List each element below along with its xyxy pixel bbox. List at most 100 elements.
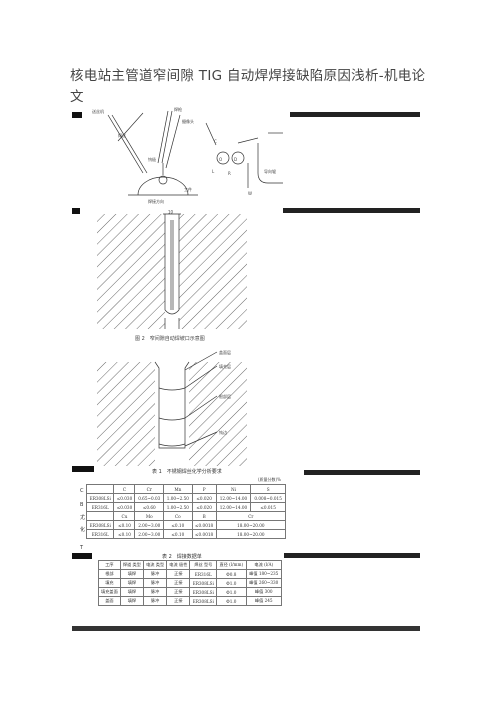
- table-cell: ≤0.60: [134, 502, 165, 512]
- table-cell: 填充: [98, 578, 121, 588]
- table-cell: ER308LSi: [85, 520, 115, 530]
- document-title: 核电站主管道窄间隙 TIG 自动焊焊接缺陷原因浅析-机电论文: [70, 68, 426, 105]
- fig3-label-cap: 盖面层: [219, 349, 231, 355]
- table1-header-cell: S: [250, 484, 286, 494]
- table-cell: 正接: [166, 569, 191, 579]
- table1-header-cell: [85, 511, 115, 521]
- table-row: 盖面 填焊 脉冲 正接 ER308LSi Φ1.0 峰值 245: [98, 596, 282, 606]
- figure-3-weld-layers: 盖面层 填充层 根部层 钝边: [97, 348, 257, 466]
- table-cell: Φ1.0: [216, 578, 247, 588]
- table-cell: 峰值 245: [245, 596, 282, 606]
- table-cell: 填焊: [119, 578, 145, 588]
- figure-2-groove-diagram: 10 图 2 窄间隙自动焊坡口示意图: [97, 210, 247, 345]
- table-cell: Φ1.0: [216, 596, 247, 606]
- redacted-text-left-1: [72, 112, 82, 118]
- fig1-label-d: D: [234, 157, 237, 162]
- fig1-label-l: L: [212, 169, 215, 174]
- table-cell: ≤0.030: [113, 502, 136, 512]
- fig1-label-wire-feeder: 送丝机: [92, 108, 104, 114]
- table-cell: ≤0.10: [163, 520, 193, 530]
- table2-header-row: 工序 焊道 类型 电流 类型 电流 极性 焊丝 型号 直径 (l/mm) 电流 …: [98, 560, 282, 570]
- table-row: 填充 填焊 脉冲 正接 ER308LSi Φ1.0 峰值 260~330: [98, 578, 282, 588]
- table1-header-cell: P: [191, 484, 217, 494]
- fig3-label-root: 根部层: [219, 393, 231, 399]
- table-cell: ER308LSi: [85, 493, 115, 503]
- side-letter-1: C: [80, 488, 84, 494]
- table-cell: 正接: [166, 578, 191, 588]
- table-cell: Φ1.0: [216, 587, 247, 597]
- table-cell: ER308LSi: [189, 587, 218, 597]
- table-cell: 1.00~2.50: [163, 493, 193, 503]
- fig1-label-c: C: [214, 139, 217, 144]
- table-cell: 1.00~2.50: [163, 502, 193, 512]
- fig2-caption: 图 2 窄间隙自动焊坡口示意图: [135, 335, 205, 342]
- table-cell: 根部: [98, 569, 121, 579]
- table1-chemical-composition: C Cr Mn P Ni S ER308LSi ≤0.030 0.65~0.03…: [85, 484, 287, 539]
- table1-header-cell: Mo: [134, 511, 165, 521]
- table-cell: ER316L: [85, 529, 115, 539]
- table2-header-cell: 工序: [98, 560, 121, 570]
- table-cell: 18.00~20.00: [215, 520, 287, 530]
- table-cell: ≤0.015: [250, 502, 286, 512]
- table1-header-cell: Ni: [215, 484, 252, 494]
- fig2-dimension-label: 10: [168, 210, 174, 215]
- table-row: ER308LSi ≤0.030 0.65~0.03 1.00~2.50 ≤0.0…: [85, 493, 286, 503]
- table-cell: 正接: [166, 587, 191, 597]
- side-letter-5: T: [80, 545, 84, 551]
- table-row: ER308LSi ≤0.10 2.00~3.00 ≤0.10 ≤0.0018 1…: [85, 520, 287, 530]
- fig1-label-tungsten: 钨极: [148, 156, 156, 162]
- table1-header-cell: Cu: [113, 511, 136, 521]
- table-cell: ER308LSi: [189, 596, 218, 606]
- table-cell: ER316L: [85, 502, 115, 512]
- fig1-label-camera: 摄像头: [182, 118, 194, 124]
- table-cell: 脉冲: [142, 596, 168, 606]
- table1-header-cell: C: [113, 484, 136, 494]
- table1-header-cell: B: [191, 511, 217, 521]
- table-cell: 峰值 300: [245, 587, 282, 597]
- table-cell: ≤0.020: [191, 502, 217, 512]
- table2-header-cell: 焊丝 型号: [189, 560, 218, 570]
- table-cell: 12.00~14.00: [215, 502, 252, 512]
- table-cell: 峰值 260~330: [245, 578, 282, 588]
- table-cell: ≤0.020: [191, 493, 217, 503]
- table-cell: 12.00~14.00: [215, 493, 252, 503]
- table1-header-cell: Mn: [163, 484, 193, 494]
- table-row: ER316L ≤0.030 ≤0.60 1.00~2.50 ≤0.020 12.…: [85, 502, 286, 512]
- fig1-label-guide-roller: 导向辊: [264, 168, 276, 174]
- redacted-text-left-3: [72, 466, 94, 472]
- table-row: ER316L ≤0.10 2.00~3.00 ≤0.10 ≤0.0018 18.…: [85, 529, 287, 539]
- fig3-label-fill: 填充层: [219, 363, 231, 369]
- table-cell: ≤0.0018: [191, 529, 217, 539]
- table-cell: 峰值 180~235: [245, 569, 282, 579]
- table1-unit: (质量分数)%: [258, 477, 281, 482]
- table-row: 填充盖面 填焊 脉冲 正接 ER308LSi Φ1.0 峰值 300: [98, 587, 282, 597]
- table2-header-cell: 电流 (l/A): [245, 560, 282, 570]
- table-cell: 0.65~0.03: [134, 493, 165, 503]
- redacted-text-right-4: [284, 553, 420, 558]
- table2-header-cell: 电流 极性: [166, 560, 191, 570]
- fig1-label-w: W: [248, 191, 252, 196]
- table-cell: Φ0.8: [216, 569, 247, 579]
- fig1-label-wire: 焊丝: [118, 132, 126, 138]
- fig1-label-torch: 焊枪: [174, 106, 182, 112]
- table-cell: ≤0.10: [113, 520, 136, 530]
- table-cell: 2.00~3.00: [134, 520, 165, 530]
- redacted-text-right-1: [290, 112, 420, 117]
- table1-caption: 表 1 不锈钢焊丝化学分析要求: [152, 469, 222, 475]
- table2-header-cell: 直径 (l/mm): [216, 560, 247, 570]
- table-cell: 填充盖面: [98, 587, 121, 597]
- table-cell: 0.008~0.015: [250, 493, 286, 503]
- table2-caption: 表 2 焊接数据单: [162, 554, 202, 560]
- table-cell: 18.00~20.00: [215, 529, 287, 539]
- figure-1-welding-schematic: 送丝机 焊丝 焊枪 摄像头 钨极 工件 焊接方向 C O D R L W 导向辊: [88, 103, 288, 205]
- redacted-text-right-3: [304, 470, 420, 475]
- fig3-label-land: 钝边: [219, 429, 227, 435]
- redacted-text-left-2: [72, 208, 80, 214]
- table-cell: 填焊: [119, 596, 145, 606]
- table1-header-cell: Co: [163, 511, 193, 521]
- fig1-label-workpiece: 工件: [184, 186, 192, 192]
- table2-header-cell: 焊道 类型: [119, 560, 145, 570]
- side-letter-4: 化: [80, 527, 86, 533]
- side-letter-3: 尤: [80, 515, 86, 521]
- redacted-text-left-4: [72, 553, 92, 559]
